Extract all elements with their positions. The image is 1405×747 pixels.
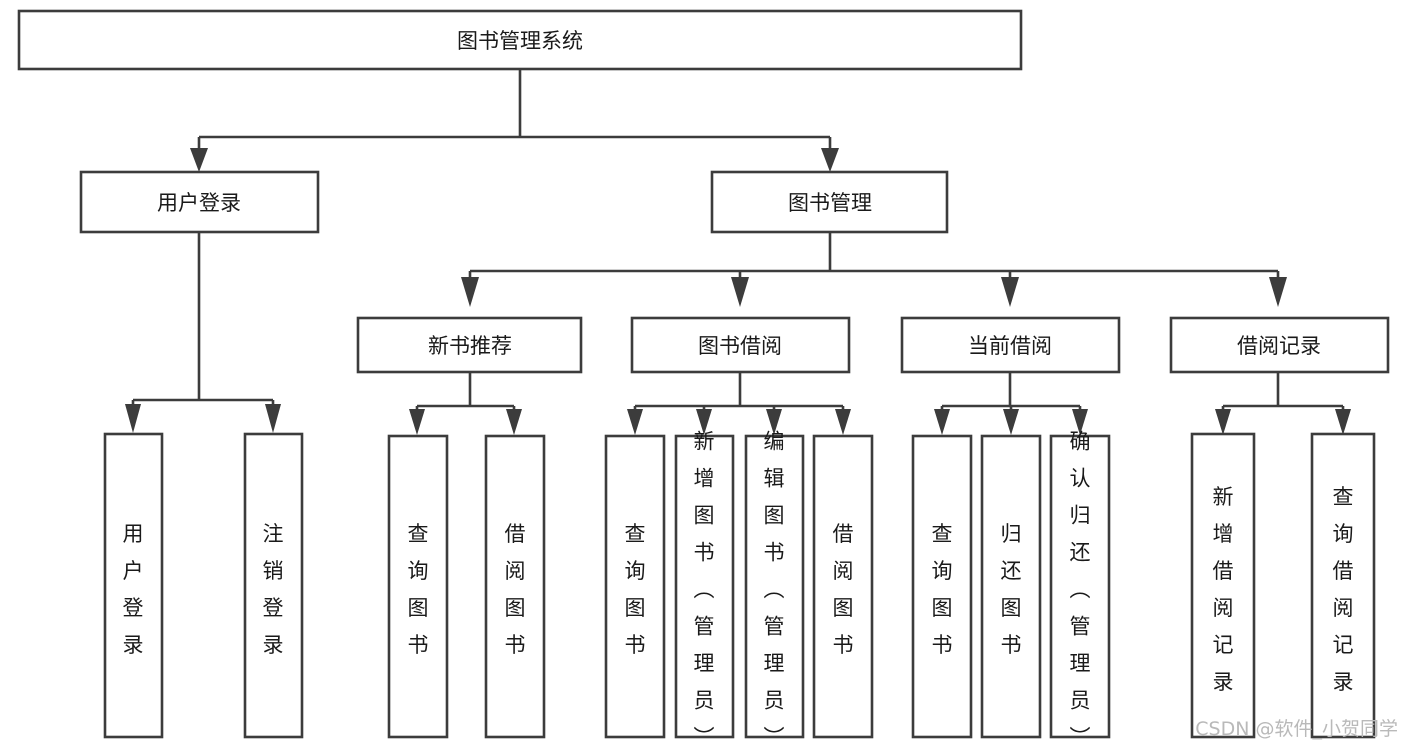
node-user-login-child-1[interactable]: 用户登录 (103, 432, 164, 739)
node-book-mgmt[interactable]: 图书管理 (710, 170, 949, 234)
arrow-head-icon (696, 409, 712, 435)
node-user-login-child-1-box[interactable] (103, 432, 164, 739)
node-new-book-rec-child-1-label: 查询图书 (408, 522, 429, 657)
node-user-login-box[interactable] (79, 170, 320, 234)
node-root-box[interactable] (17, 9, 1023, 71)
node-new-book-rec-label: 新书推荐 (428, 334, 512, 358)
node-new-book-rec-box[interactable] (356, 316, 583, 374)
node-user-login[interactable]: 用户登录 (79, 170, 320, 234)
node-new-book-rec-child-1[interactable]: 查询图书 (387, 434, 449, 739)
node-book-borrow-child-1[interactable]: 查询图书 (604, 434, 666, 739)
arrow-head-icon (934, 409, 950, 435)
node-current-borrow-child-3-label: 确认归还︵管理员︶ (1070, 429, 1091, 747)
node-user-login-child-2-box[interactable] (243, 432, 304, 739)
node-new-book-rec-child-2-box[interactable] (484, 434, 546, 739)
node-borrow-record[interactable]: 借阅记录 (1169, 316, 1390, 374)
node-book-borrow-child-2[interactable]: 新增图书︵管理员︶ (674, 429, 735, 747)
node-borrow-record-child-1[interactable]: 新增借阅记录 (1190, 432, 1256, 739)
node-borrow-record-child-2-box[interactable] (1310, 432, 1376, 739)
node-root[interactable]: 图书管理系统 (17, 9, 1023, 71)
node-user-login-label: 用户登录 (157, 191, 241, 215)
node-user-login-child-2[interactable]: 注销登录 (243, 432, 304, 739)
arrow-head-icon (835, 409, 851, 435)
node-book-borrow-child-3-label: 编辑图书︵管理员︶ (764, 429, 785, 747)
arrow-head-icon (1001, 277, 1019, 307)
arrow-head-icon (627, 409, 643, 435)
node-current-borrow-child-3[interactable]: 确认归还︵管理员︶ (1049, 429, 1111, 747)
node-current-borrow-child-1-box[interactable] (911, 434, 973, 739)
arrow-head-icon (1269, 277, 1287, 307)
arrow-head-icon (1335, 409, 1351, 435)
node-borrow-record-child-1-box[interactable] (1190, 432, 1256, 739)
arrow-head-icon (1003, 409, 1019, 435)
connector-layer (125, 69, 1351, 435)
node-borrow-record-child-2-label: 查询借阅记录 (1333, 485, 1354, 694)
node-borrow-record-child-2[interactable]: 查询借阅记录 (1310, 432, 1376, 739)
node-book-borrow-box[interactable] (630, 316, 851, 374)
node-book-borrow-child-2-label: 新增图书︵管理员︶ (694, 429, 715, 747)
node-book-borrow-child-3-box[interactable] (744, 434, 805, 739)
node-user-login-child-1-label: 用户登录 (123, 522, 144, 657)
node-book-borrow[interactable]: 图书借阅 (630, 316, 851, 374)
node-current-borrow-child-2[interactable]: 归还图书 (980, 434, 1042, 739)
node-current-borrow-child-1[interactable]: 查询图书 (911, 434, 973, 739)
node-book-borrow-label: 图书借阅 (698, 334, 782, 358)
node-book-mgmt-label: 图书管理 (788, 191, 872, 215)
node-new-book-rec-child-2-label: 借阅图书 (505, 522, 526, 657)
node-borrow-record-box[interactable] (1169, 316, 1390, 374)
node-book-mgmt-box[interactable] (710, 170, 949, 234)
arrow-head-icon (1215, 409, 1231, 435)
node-borrow-record-child-1-label: 新增借阅记录 (1213, 485, 1234, 694)
node-current-borrow-child-1-label: 查询图书 (932, 522, 953, 657)
node-book-borrow-child-3[interactable]: 编辑图书︵管理员︶ (744, 429, 805, 747)
node-book-borrow-child-4[interactable]: 借阅图书 (812, 434, 874, 739)
node-book-borrow-child-1-box[interactable] (604, 434, 666, 739)
arrow-head-icon (766, 409, 782, 435)
arrow-head-icon (821, 148, 839, 172)
arrow-head-icon (125, 404, 141, 433)
node-new-book-rec-child-2[interactable]: 借阅图书 (484, 434, 546, 739)
node-book-borrow-child-2-box[interactable] (674, 434, 735, 739)
arrow-head-icon (409, 409, 425, 435)
node-root-label: 图书管理系统 (457, 29, 583, 53)
node-borrow-record-label: 借阅记录 (1237, 334, 1321, 358)
node-book-borrow-child-1-label: 查询图书 (625, 522, 646, 657)
node-book-borrow-child-4-label: 借阅图书 (833, 522, 854, 657)
node-user-login-child-2-label: 注销登录 (263, 522, 284, 657)
node-current-borrow-child-2-box[interactable] (980, 434, 1042, 739)
arrow-head-icon (1072, 409, 1088, 435)
node-new-book-rec[interactable]: 新书推荐 (356, 316, 583, 374)
node-current-borrow-child-2-label: 归还图书 (1001, 522, 1022, 657)
arrow-head-icon (190, 148, 208, 172)
arrow-head-icon (265, 404, 281, 433)
node-book-borrow-child-4-box[interactable] (812, 434, 874, 739)
arrow-head-icon (506, 409, 522, 435)
node-current-borrow-child-3-box[interactable] (1049, 434, 1111, 739)
arrow-head-icon (461, 277, 479, 307)
node-current-borrow-label: 当前借阅 (968, 334, 1052, 358)
csdn-watermark: CSDN @软件_小贺同学 (1195, 718, 1398, 740)
node-new-book-rec-child-1-box[interactable] (387, 434, 449, 739)
node-current-borrow-box[interactable] (900, 316, 1121, 374)
arrow-head-icon (731, 277, 749, 307)
node-current-borrow[interactable]: 当前借阅 (900, 316, 1121, 374)
